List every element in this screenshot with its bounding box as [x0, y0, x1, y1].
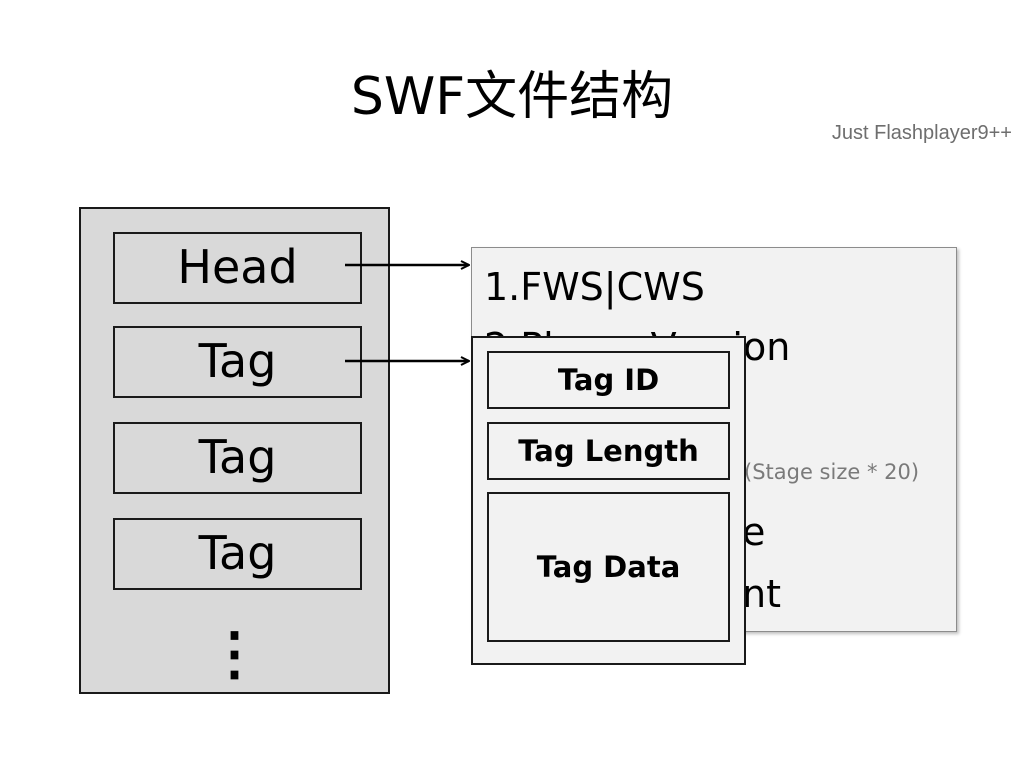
- more-ellipsis: ⋮: [205, 621, 264, 686]
- head-block: Head: [113, 232, 362, 304]
- swf-structure-container: Head Tag Tag Tag ⋮: [79, 207, 390, 694]
- stage-size-note: (Stage size * 20): [744, 460, 920, 484]
- header-line-5: e: [742, 510, 766, 554]
- tag-block-3: Tag: [113, 518, 362, 590]
- header-line-1: 1.FWS|CWS: [484, 265, 705, 309]
- slide-subtitle: Just Flashplayer9++: [831, 122, 1012, 144]
- header-line-6: nt: [742, 572, 781, 616]
- tag-detail-panel: Tag ID Tag Length Tag Data: [471, 336, 746, 665]
- tag-id-field: Tag ID: [487, 351, 730, 409]
- tag-data-field: Tag Data: [487, 492, 730, 642]
- tag-block-1: Tag: [113, 326, 362, 398]
- tag-block-2: Tag: [113, 422, 362, 494]
- slide-title: SWF文件结构: [350, 67, 674, 127]
- tag-length-field: Tag Length: [487, 422, 730, 480]
